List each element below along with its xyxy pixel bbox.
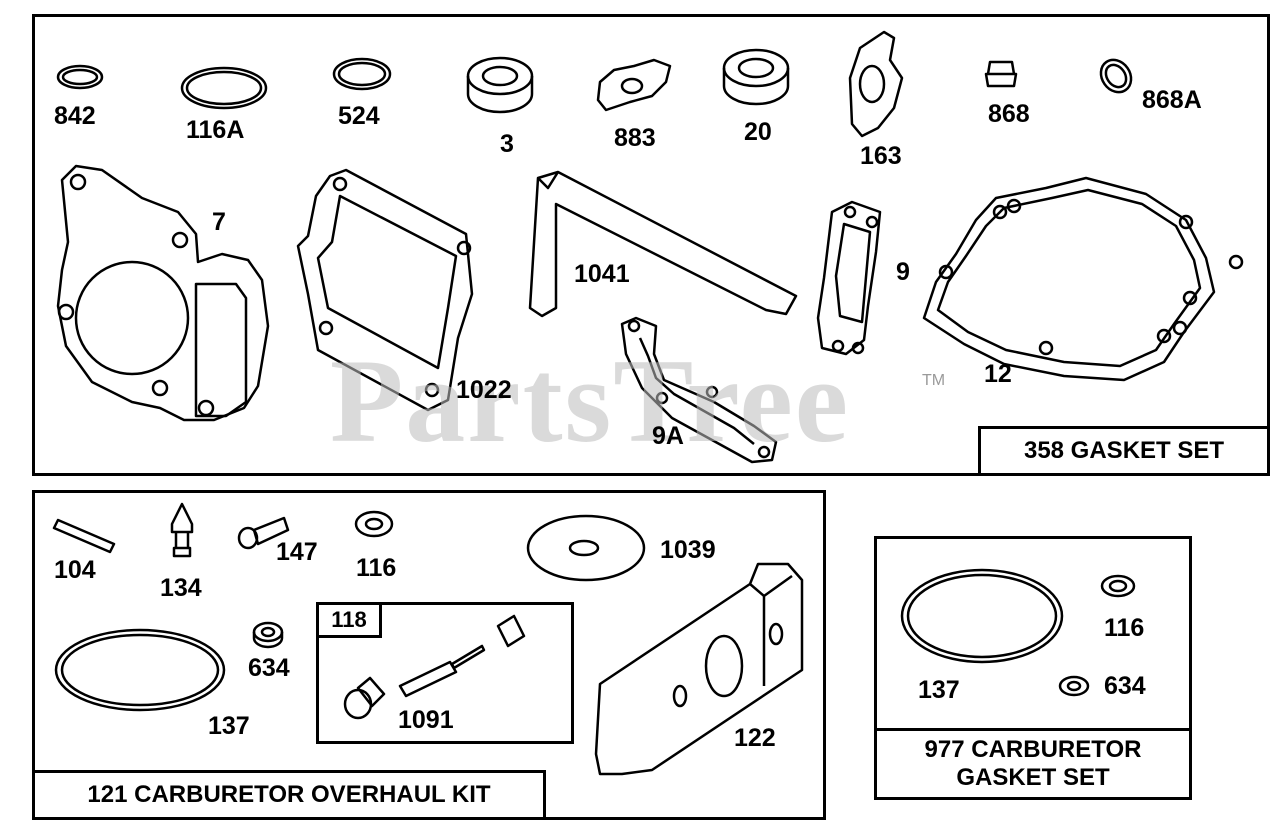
- carburetor-gasket-set-line1: 977 CARBURETOR: [924, 736, 1142, 763]
- label-842: 842: [54, 102, 96, 130]
- label-116: 116: [356, 554, 397, 582]
- label-9: 9: [896, 258, 910, 286]
- label-137: 137: [208, 712, 250, 740]
- label-1091: 1091: [398, 706, 454, 734]
- part-3-seal[interactable]: [466, 56, 534, 114]
- sub-kit-118-label: 118: [316, 602, 382, 638]
- label-122: 122: [734, 724, 776, 752]
- label-3: 3: [500, 130, 514, 158]
- label-868A: 868A: [1142, 86, 1202, 114]
- part-116A-oring[interactable]: [180, 66, 268, 110]
- label-524: 524: [338, 102, 380, 130]
- part-116-washer[interactable]: [354, 510, 394, 538]
- part-134-needle[interactable]: [170, 502, 194, 558]
- label-1022: 1022: [456, 376, 512, 404]
- part-1041-gasket-strip[interactable]: [528, 170, 798, 318]
- label-7: 7: [212, 208, 226, 236]
- part-868-fitting[interactable]: [984, 60, 1018, 88]
- carburetor-overhaul-kit-label: 121 CARBURETOR OVERHAUL KIT: [32, 770, 546, 820]
- part-12-gasket[interactable]: [922, 176, 1244, 382]
- part-7-head-gasket[interactable]: [56, 164, 270, 422]
- label-104: 104: [54, 556, 96, 584]
- label-634-set: 634: [1104, 672, 1146, 700]
- label-163: 163: [860, 142, 902, 170]
- label-147: 147: [276, 538, 318, 566]
- carburetor-gasket-set-line2: GASKET SET: [956, 764, 1110, 791]
- carburetor-gasket-set-label: 977 CARBURETOR GASKET SET: [874, 728, 1192, 800]
- label-137-set: 137: [918, 676, 960, 704]
- label-12: 12: [984, 360, 1012, 388]
- part-524-oring[interactable]: [332, 57, 392, 91]
- label-1039: 1039: [660, 536, 716, 564]
- part-634-washer[interactable]: [252, 621, 284, 649]
- part-137-oring[interactable]: [54, 628, 226, 712]
- label-634: 634: [248, 654, 290, 682]
- part-868A-washer[interactable]: [1095, 54, 1137, 98]
- part-842-oring[interactable]: [56, 64, 104, 90]
- label-883: 883: [614, 124, 656, 152]
- label-868: 868: [988, 100, 1030, 128]
- gasket-set-label: 358 GASKET SET: [978, 426, 1270, 476]
- part-163-gasket[interactable]: [848, 30, 904, 138]
- sub-kit-118-box: [316, 602, 574, 744]
- part-9-gasket[interactable]: [816, 200, 882, 356]
- label-20: 20: [744, 118, 772, 146]
- part-634-washer-set[interactable]: [1058, 675, 1090, 697]
- part-1091-needle-assembly[interactable]: [343, 614, 526, 720]
- gasket-set-box: [32, 14, 1270, 476]
- label-9A: 9A: [652, 422, 684, 450]
- label-116-set: 116: [1104, 614, 1145, 642]
- part-147-screw[interactable]: [237, 516, 290, 550]
- watermark: PartsTree: [330, 334, 850, 467]
- label-116A: 116A: [186, 116, 245, 144]
- label-1041: 1041: [574, 260, 630, 288]
- part-137-oring-set[interactable]: [900, 568, 1064, 664]
- watermark-trademark: TM: [922, 372, 946, 389]
- part-883-gasket[interactable]: [596, 58, 672, 112]
- part-122-spacer[interactable]: [594, 562, 804, 776]
- part-1039-gasket[interactable]: [526, 514, 646, 582]
- part-116-washer-set[interactable]: [1100, 574, 1136, 598]
- part-104-pin[interactable]: [52, 518, 116, 554]
- part-1022-gasket[interactable]: [296, 168, 474, 412]
- part-9A-gasket[interactable]: [620, 316, 778, 464]
- part-20-seal[interactable]: [722, 48, 790, 106]
- label-134: 134: [160, 574, 202, 602]
